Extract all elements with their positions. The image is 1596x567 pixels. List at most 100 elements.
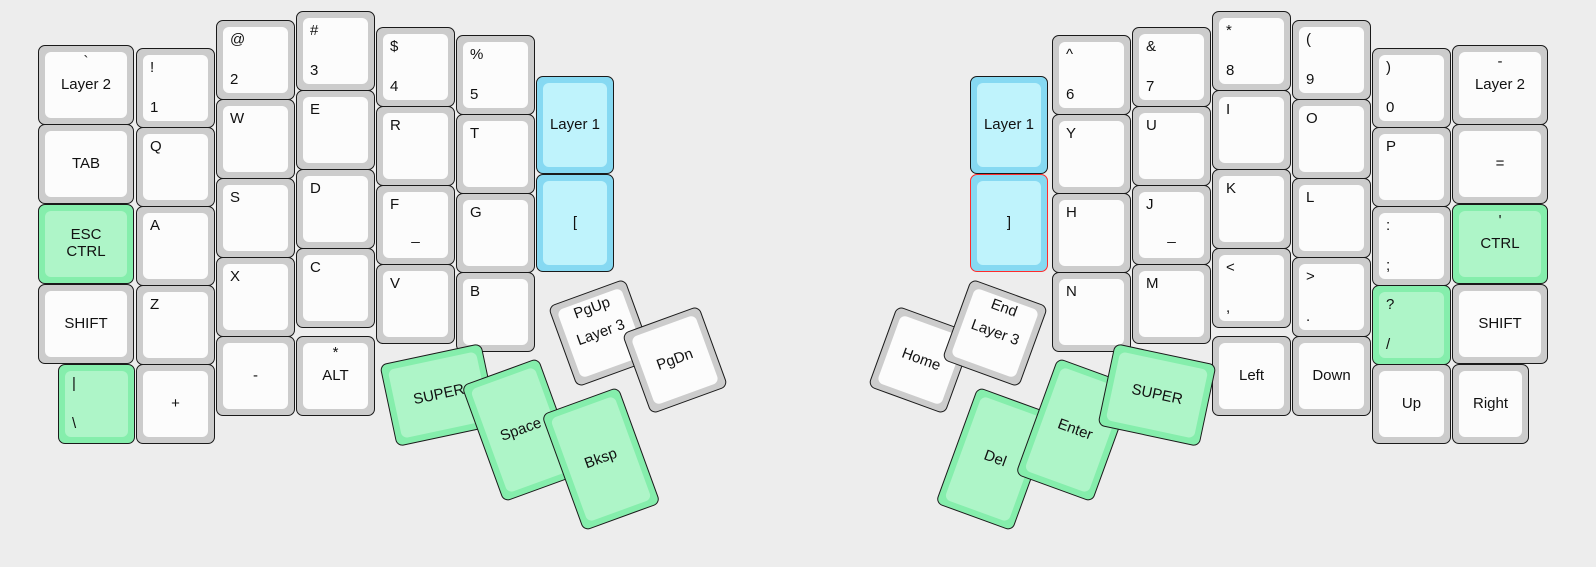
keycap-r-c3-r1: &7 [1139, 34, 1204, 100]
key-l-c6-r4[interactable]: B [456, 272, 535, 352]
key-r-c5-r3[interactable]: L [1292, 178, 1371, 258]
keycap-r-c3-r2: U [1139, 113, 1204, 179]
keycap-r-c6-r5: Up [1379, 371, 1444, 437]
key-legend-main-r-c7-r1: Layer 2 [1474, 75, 1526, 93]
key-l-c4-r3[interactable]: D [296, 169, 375, 249]
key-r-c6-r1[interactable]: )0 [1372, 48, 1451, 128]
key-legend-top-r-c5-r3: L [1306, 189, 1315, 206]
keycap-r-c6-r3: :; [1379, 213, 1444, 279]
key-legend-top-r-c4-r1: * [1226, 22, 1232, 39]
key-legend-top-r-c5-r1: ( [1306, 31, 1311, 48]
key-legend-main-r-t-home: Home [899, 344, 944, 374]
keycap-r-c5-r4: >. [1299, 264, 1364, 330]
key-legend-top-r-c2-r2: Y [1066, 125, 1077, 142]
key-l-c1-r5[interactable]: |\ [58, 364, 135, 444]
key-r-c1-r2[interactable]: ] [970, 174, 1048, 272]
key-l-c4-r5[interactable]: *ALT [296, 336, 375, 416]
keycap-r-c5-r1: (9 [1299, 27, 1364, 93]
key-legend-main-r-c6-r3: ; [1386, 257, 1391, 275]
key-r-c6-r4[interactable]: ?/ [1372, 285, 1451, 365]
keycap-r-c2-r4: N [1059, 279, 1124, 345]
keycap-r-c1-r1: Layer 1 [977, 83, 1041, 167]
keycap-l-c7-r2: [ [543, 181, 607, 265]
keycap-r-c5-r5: Down [1299, 343, 1364, 409]
key-r-c7-r5[interactable]: Right [1452, 364, 1529, 444]
key-r-c5-r2[interactable]: O [1292, 99, 1371, 179]
key-legend-top-r-c6-r2: P [1386, 138, 1397, 155]
keycap-r-c1-r2: ] [977, 181, 1041, 265]
keycap-r-c6-r2: P [1379, 134, 1444, 200]
key-l-c2-r2[interactable]: Q [136, 127, 215, 207]
key-l-c3-r5[interactable]: - [216, 336, 295, 416]
key-r-c5-r4[interactable]: >. [1292, 257, 1371, 337]
key-legend-top-r-c3-r4: M [1146, 275, 1159, 292]
key-r-c4-r5[interactable]: Left [1212, 336, 1291, 416]
key-l-c1-r1[interactable]: `Layer 2 [38, 45, 134, 125]
key-r-c6-r3[interactable]: :; [1372, 206, 1451, 286]
key-legend-top-r-c2-r3: H [1066, 204, 1077, 221]
key-r-c5-r1[interactable]: (9 [1292, 20, 1371, 100]
key-legend-main-r-c7-r4: SHIFT [1478, 314, 1522, 332]
keycap-r-c7-r4: SHIFT [1459, 291, 1541, 357]
key-l-c4-r4[interactable]: C [296, 248, 375, 328]
keycap-r-c2-r1: ^6 [1059, 42, 1124, 108]
key-l-c6-r3[interactable]: G [456, 193, 535, 273]
key-r-c7-r2[interactable]: = [1452, 124, 1548, 204]
key-r-c7-r1[interactable]: - Layer 2 [1452, 45, 1548, 125]
key-legend-top-r-c5-r2: O [1306, 110, 1318, 127]
key-legend-top-r-c7-r1: - [1497, 53, 1503, 70]
keycap-r-c6-r1: )0 [1379, 55, 1444, 121]
keycap-r-c4-r4: <, [1219, 255, 1284, 321]
key-l-c3-r4[interactable]: X [216, 257, 295, 337]
key-r-c2-r1[interactable]: ^6 [1052, 35, 1131, 115]
key-legend-top-r-c6-r3: : [1386, 217, 1391, 234]
keycap-r-c7-r1: - Layer 2 [1459, 52, 1541, 118]
key-r-c4-r2[interactable]: I [1212, 90, 1291, 170]
keycap-r-c3-r3: J_ [1139, 192, 1204, 258]
key-r-c5-r5[interactable]: Down [1292, 336, 1371, 416]
keycap-l-c2-r5: + [143, 371, 208, 437]
key-r-c4-r1[interactable]: *8 [1212, 11, 1291, 91]
key-r-c3-r1[interactable]: &7 [1132, 27, 1211, 107]
key-l-c5-r4[interactable]: V [376, 264, 455, 344]
key-r-c6-r2[interactable]: P [1372, 127, 1451, 207]
key-legend-main-r-c6-r1: 0 [1386, 99, 1395, 117]
keycap-r-c2-r2: Y [1059, 121, 1124, 187]
key-legend-top-r-c5-r4: > [1306, 268, 1315, 285]
key-legend-main-r-c7-r2: = [1495, 154, 1505, 172]
key-r-c7-r4[interactable]: SHIFT [1452, 284, 1548, 364]
key-r-c3-r3[interactable]: J_ [1132, 185, 1211, 265]
key-l-c2-r3[interactable]: A [136, 206, 215, 286]
keycap-r-c4-r3: K [1219, 176, 1284, 242]
key-r-c2-r4[interactable]: N [1052, 272, 1131, 352]
key-legend-main-r-c4-r4: , [1226, 299, 1231, 317]
key-l-c2-r1[interactable]: !1 [136, 48, 215, 128]
key-r-c6-r5[interactable]: Up [1372, 364, 1451, 444]
key-l-c7-r1[interactable]: Layer 1 [536, 76, 614, 174]
key-legend-main-r-c1-r1: Layer 1 [983, 115, 1035, 133]
key-legend-main-r-t-del: Del [981, 446, 1009, 470]
key-legend-top-r-c7-r3: ' [1498, 212, 1502, 229]
key-r-c4-r3[interactable]: K [1212, 169, 1291, 249]
keycap-l-c3-r5: - [223, 343, 288, 409]
key-r-c3-r2[interactable]: U [1132, 106, 1211, 186]
key-r-c2-r3[interactable]: H [1052, 193, 1131, 273]
key-legend-top-r-c4-r2: I [1226, 101, 1231, 118]
key-legend-top-r-c2-r1: ^ [1066, 46, 1074, 63]
key-r-c7-r3[interactable]: 'CTRL [1452, 204, 1548, 284]
key-l-c7-r2[interactable]: [ [536, 174, 614, 272]
key-r-c3-r4[interactable]: M [1132, 264, 1211, 344]
key-l-c6-r1[interactable]: %5 [456, 35, 535, 115]
key-l-c3-r1[interactable]: @2 [216, 20, 295, 100]
key-r-c2-r2[interactable]: Y [1052, 114, 1131, 194]
key-r-c4-r4[interactable]: <, [1212, 248, 1291, 328]
key-l-c3-r3[interactable]: S [216, 178, 295, 258]
key-r-c1-r1[interactable]: Layer 1 [970, 76, 1048, 174]
key-l-c2-r5[interactable]: + [136, 364, 215, 444]
key-legend-main-r-t-enter: Enter [1055, 415, 1096, 444]
key-l-c2-r4[interactable]: Z [136, 285, 215, 365]
key-legend-main-r-c5-r5: Down [1312, 366, 1351, 384]
